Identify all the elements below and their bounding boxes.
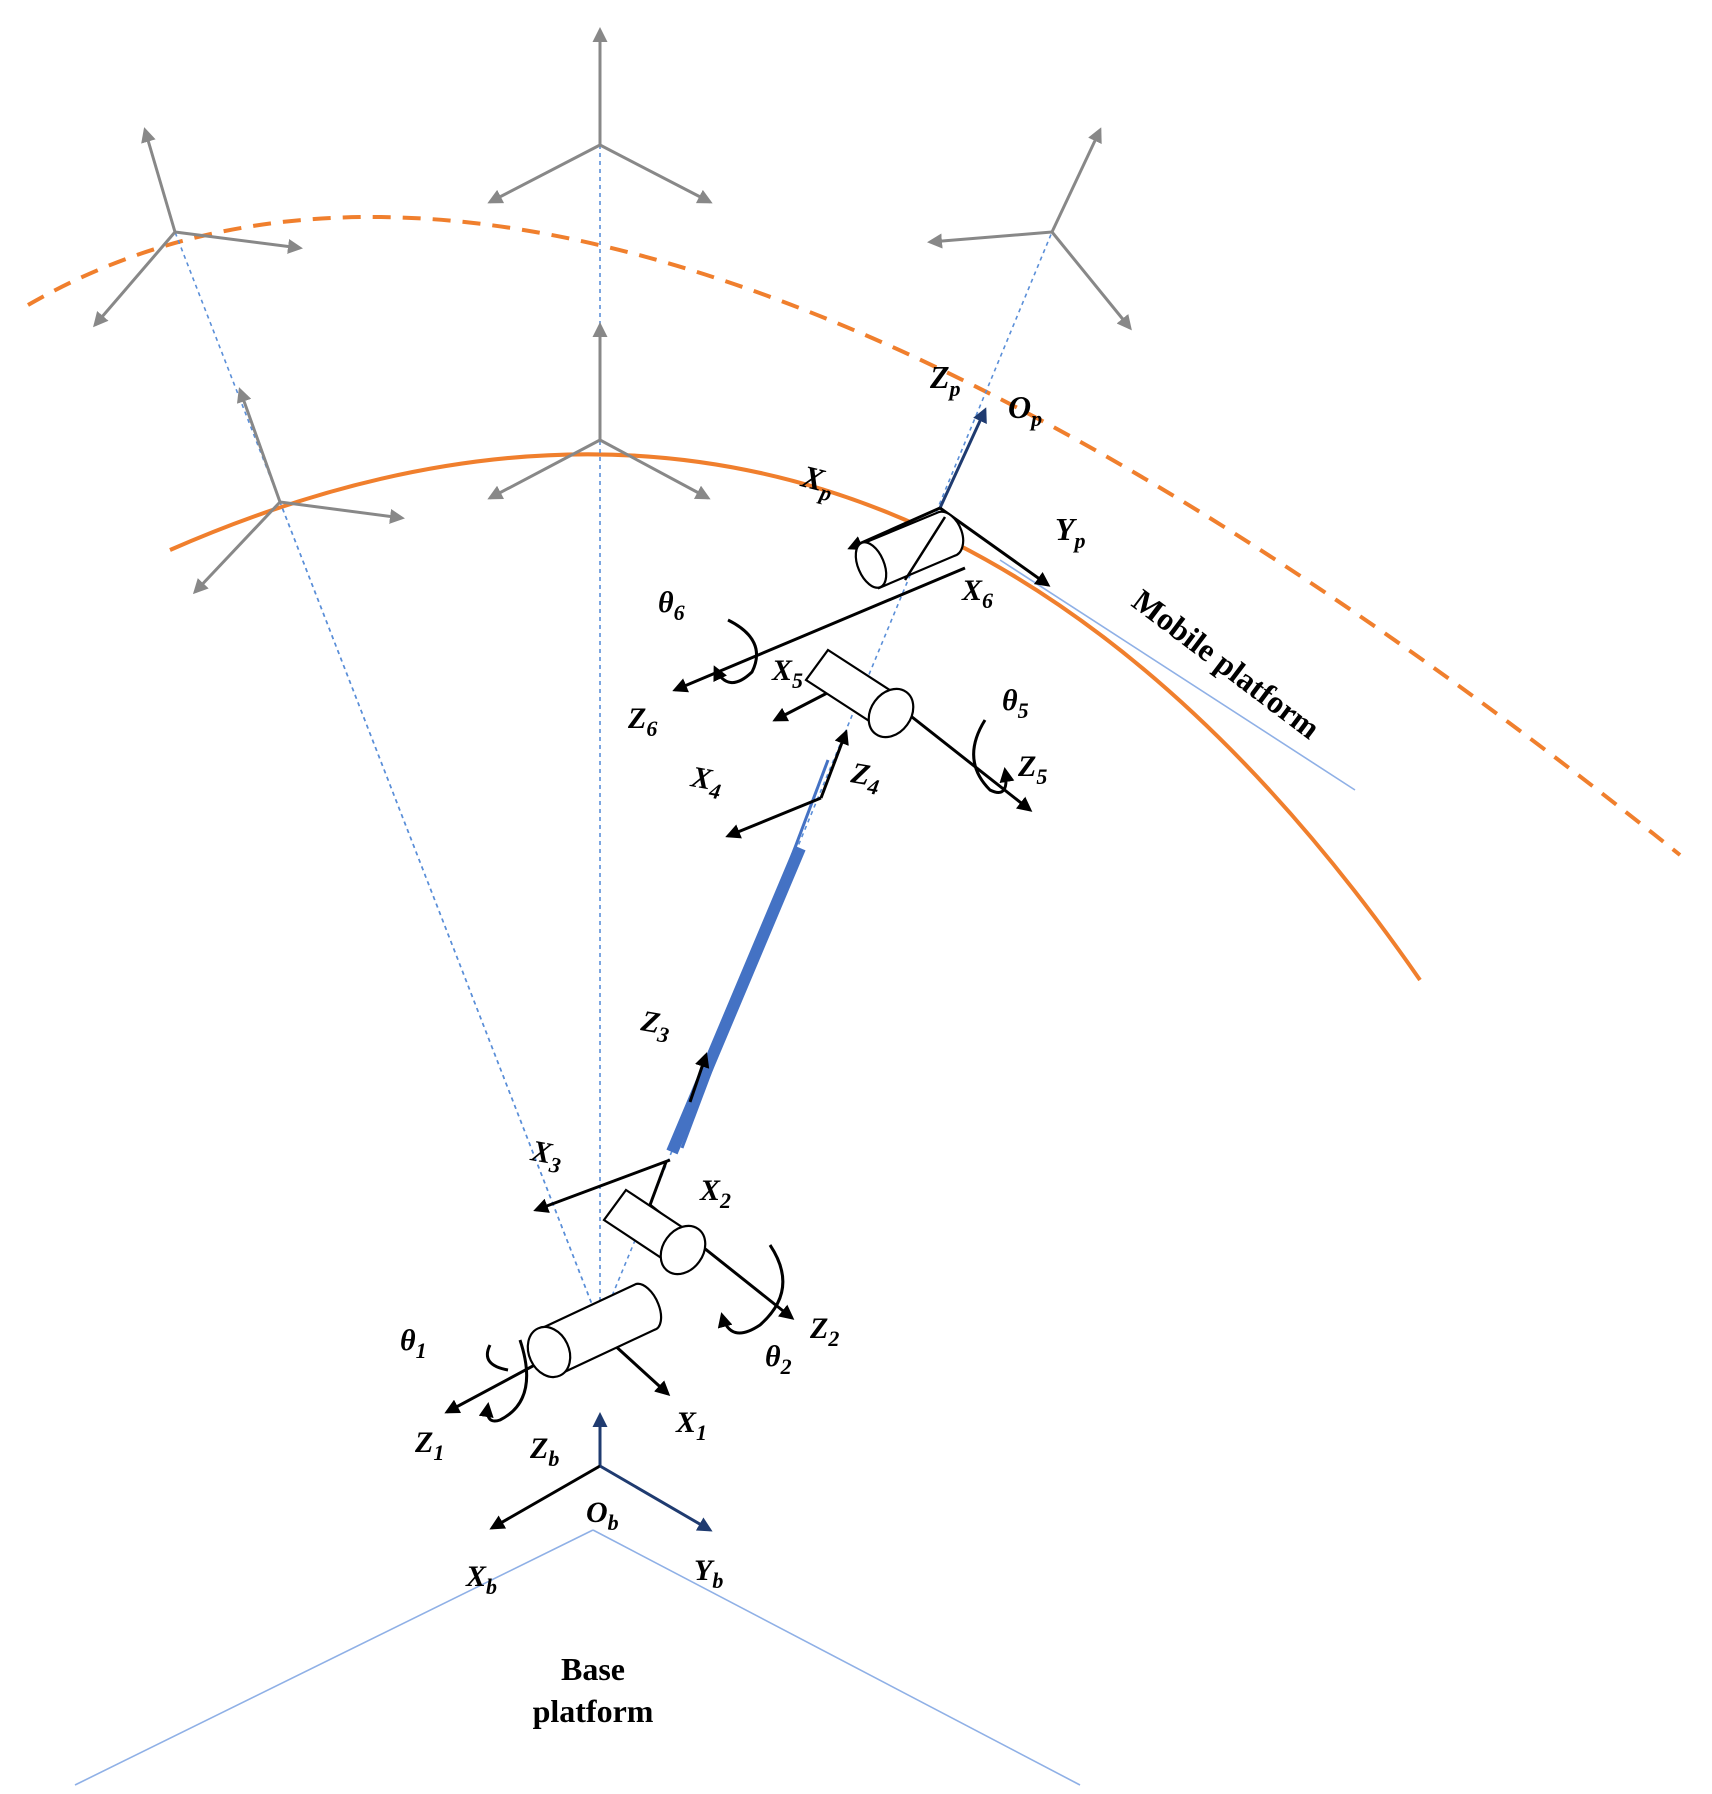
reference-lines bbox=[74, 145, 1356, 1786]
label-theta6: θ6 bbox=[658, 586, 685, 625]
label-x4: X4 bbox=[687, 760, 725, 804]
label-zb: Zb bbox=[529, 1432, 559, 1471]
label-z2: Z2 bbox=[809, 1312, 839, 1351]
base-platform-label: Base platform bbox=[533, 1651, 654, 1729]
label-yb: Yb bbox=[694, 1554, 723, 1593]
label-z6: Z6 bbox=[627, 702, 657, 741]
ghost-frame-inner-center bbox=[487, 322, 711, 500]
label-z3: Z3 bbox=[637, 1004, 674, 1048]
axis-labels: Zp Op Xp Yp X6 Z6 θ6 X5 Z5 θ5 X4 Z4 Z3 X… bbox=[400, 359, 1086, 1599]
label-z1: Z1 bbox=[414, 1426, 444, 1465]
label-xb: Xb bbox=[465, 1560, 497, 1599]
label-theta1: θ1 bbox=[400, 1324, 427, 1363]
label-x1: X1 bbox=[675, 1406, 707, 1445]
base-frame-ob bbox=[489, 1412, 713, 1532]
joint-5 bbox=[772, 648, 1033, 812]
label-zp: Zp bbox=[929, 359, 961, 401]
ghost-frame-outer-right bbox=[927, 127, 1132, 331]
label-op: Op bbox=[1008, 389, 1042, 431]
label-x5: X5 bbox=[771, 654, 803, 693]
label-xp: Xp bbox=[796, 458, 839, 507]
label-x3: X3 bbox=[527, 1134, 565, 1178]
label-x2: X2 bbox=[699, 1174, 731, 1213]
joint-6 bbox=[672, 510, 966, 693]
ghost-frame-outer-center bbox=[487, 27, 713, 204]
ghost-frame-inner-left bbox=[192, 387, 405, 595]
joint-2 bbox=[602, 1161, 795, 1335]
label-x6: X6 bbox=[961, 574, 993, 613]
mobile-platform-label: Mobile platform bbox=[1126, 582, 1328, 746]
ghost-frame-outer-left bbox=[93, 127, 303, 328]
label-yp: Yp bbox=[1055, 511, 1086, 553]
label-z5: Z5 bbox=[1017, 750, 1047, 789]
label-z4: Z4 bbox=[847, 756, 884, 800]
label-theta2: θ2 bbox=[765, 1340, 792, 1379]
prismatic-link bbox=[533, 729, 849, 1213]
mobile-platform-arc bbox=[169, 452, 1422, 982]
base-platform-line1: Base bbox=[561, 1651, 625, 1687]
joint-1 bbox=[444, 1282, 671, 1423]
base-platform-line2: platform bbox=[533, 1693, 654, 1729]
label-theta5: θ5 bbox=[1002, 684, 1029, 723]
workspace-outer-arc bbox=[27, 215, 1682, 857]
label-ob: Ob bbox=[586, 1496, 619, 1535]
